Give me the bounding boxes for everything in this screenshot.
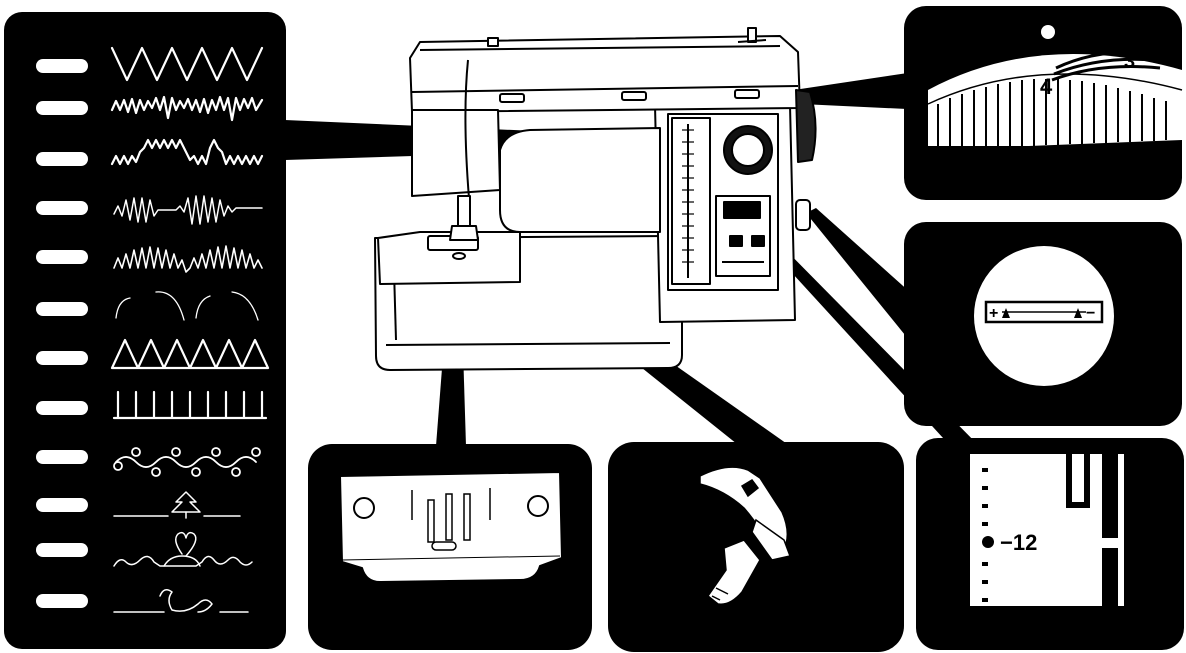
stitch-button [36,498,88,512]
needle-plate-screw-left [354,498,374,518]
stitch-button [36,302,88,316]
tension-value-minor: 3 [1124,51,1135,73]
stitch-button [36,594,88,608]
tension-value-major: 4 [1040,74,1053,99]
seam-guide-value: −12 [1000,530,1037,555]
stitch-button [36,401,88,415]
arm-opening [500,128,660,232]
stitch-bar-tack [114,392,266,418]
balance-minus-sign: − [1086,305,1095,322]
balance-dial-callout: + − [904,222,1182,426]
needle-plate [340,472,562,582]
presser-foot-panel-bg [608,442,904,652]
presser-foot-callout [608,442,904,652]
seam-guide-dot [982,536,994,548]
stitch-button [36,152,88,166]
seam-guide-callout: −12 [916,438,1184,650]
handwheel [796,90,816,162]
tension-dial-callout: 4 3 [904,6,1182,200]
stitch-button [36,543,88,557]
stitch-button [36,450,88,464]
stitch-pattern-panel [4,12,286,649]
sewing-machine [375,28,816,370]
tension-indicator-dot [1041,25,1055,39]
stitch-button [36,101,88,115]
stitch-button [36,250,88,264]
needle-plate-screw-right [528,496,548,516]
machine-head [412,110,500,196]
needle-plate-callout [308,444,592,650]
balance-plus-sign: + [989,305,998,322]
stitch-button [36,351,88,365]
stitch-button [36,59,88,73]
stitch-button [36,201,88,215]
